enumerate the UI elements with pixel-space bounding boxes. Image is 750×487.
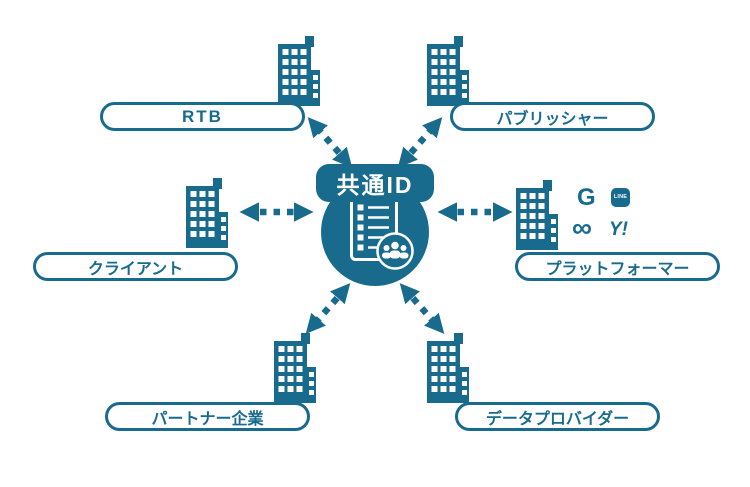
node-label-client: クライアント (33, 252, 238, 281)
line-logo-badge: LINE (611, 188, 630, 207)
arrow-rtb (307, 117, 353, 168)
arrow-publisher (397, 117, 443, 168)
building-icon-partner (274, 333, 316, 403)
node-label-rtb: RTB (100, 102, 305, 131)
arrow-partner (305, 283, 351, 334)
node-label-platformer: プラットフォーマー (515, 252, 720, 281)
node-label-publisher: パブリッシャー (450, 102, 655, 131)
node-label-text: RTB (182, 106, 223, 126)
group-icon (376, 232, 414, 270)
google-logo: G (577, 184, 596, 211)
common-id-hub (321, 178, 429, 286)
building-icon-platformer (516, 180, 558, 250)
line-logo: LINE (611, 188, 630, 207)
node-label-data-provider: データプロバイダー (455, 402, 660, 431)
meta-logo: ∞ (572, 212, 592, 243)
node-label-text: クライアント (87, 260, 184, 278)
node-label-text: プラットフォーマー (545, 260, 690, 278)
line-logo-text: LINE (613, 193, 628, 200)
building-icon-publisher (427, 36, 469, 106)
node-label-text: パブリッシャー (496, 110, 609, 128)
yahoo-japan-logo: Y! (609, 219, 628, 240)
building-icon-data-provider (427, 333, 469, 403)
node-label-text: データプロバイダー (485, 410, 630, 428)
building-icon-rtb (278, 36, 320, 106)
building-icon-client (186, 178, 228, 248)
center-id-badge: 共通ID (316, 164, 434, 202)
arrow-data-provider (399, 283, 445, 334)
node-label-partner: パートナー企業 (105, 402, 310, 431)
node-label-text: パートナー企業 (151, 410, 264, 428)
